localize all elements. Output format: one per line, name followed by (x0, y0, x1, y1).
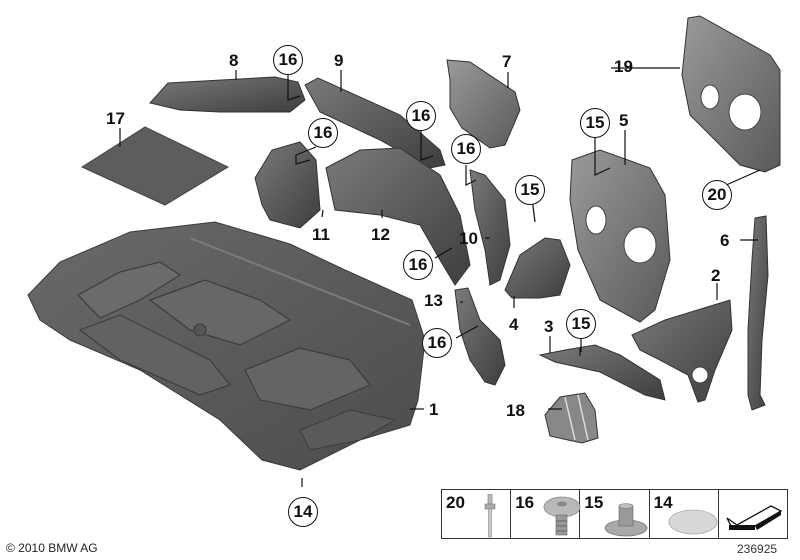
part-7-trim (446, 59, 521, 149)
part-1-underbody-panel (27, 221, 426, 471)
legend-item-16: 16 (511, 490, 581, 538)
legend-number: 15 (584, 493, 604, 512)
callout-part-1: 1 (429, 400, 439, 419)
circled-callout-16-part-9: 16 (406, 101, 436, 131)
part-12-wheel-arch-trim (325, 147, 471, 286)
hex-nut-flange-icon (605, 503, 648, 537)
part-19-panel (681, 15, 781, 173)
legend-number: 16 (515, 493, 535, 512)
circled-callout-16-part-10: 16 (451, 134, 481, 164)
callout-part-18: 18 (506, 401, 525, 420)
callout-part-2: 2 (711, 266, 721, 285)
direction-arrow-icon (726, 505, 783, 530)
circled-callout-20-part-19: 20 (702, 180, 732, 210)
callout-part-8: 8 (229, 51, 239, 70)
part-6-strip (747, 215, 769, 411)
part-3-trim (538, 344, 666, 401)
part-4-trim (504, 237, 571, 299)
diagram-number: 236925 (737, 542, 778, 556)
legend-item-20: 20 (442, 490, 512, 538)
callout-part-3: 3 (544, 317, 554, 336)
callout-part-7: 7 (502, 52, 512, 71)
legend-item-15: 15 (580, 490, 650, 538)
legend-number: 20 (446, 493, 465, 512)
circled-callout-16-part-8: 16 (273, 45, 303, 75)
part-11-trim (254, 141, 321, 229)
legend-item-direction (719, 490, 787, 538)
callout-part-5: 5 (619, 111, 629, 130)
callout-part-19: 19 (614, 57, 633, 76)
callout-part-17: 17 (106, 109, 125, 128)
part-5-bulkhead-panel (569, 149, 671, 323)
circled-callout-16-part-12: 16 (403, 250, 433, 280)
part-13-trim (454, 287, 506, 386)
callout-part-9: 9 (334, 51, 344, 70)
callout-part-12: 12 (371, 225, 390, 244)
circled-callout-16-part-11: 16 (308, 118, 338, 148)
fastener-legend: 20 16 15 14 (441, 489, 788, 539)
circled-callout-14-part-1: 14 (288, 497, 318, 527)
part-18-spacer (544, 392, 599, 444)
legend-number: 14 (653, 493, 673, 512)
cap-dome-icon (668, 509, 718, 535)
part-9-trim (304, 77, 446, 169)
circled-callout-16-part-13: 16 (422, 328, 452, 358)
part-8-trim (149, 76, 306, 113)
circled-callout-15-part-5: 15 (580, 108, 610, 138)
blind-rivet-icon (484, 494, 496, 538)
legend-item-14: 14 (650, 490, 719, 538)
callout-part-4: 4 (509, 315, 519, 334)
part-17-insulation-mat (80, 126, 230, 206)
torx-bolt-icon (543, 496, 581, 536)
part-10-trim (469, 169, 511, 286)
callout-part-10: 10 (459, 229, 478, 248)
leader-lines (119, 67, 761, 487)
callout-part-13: 13 (424, 291, 443, 310)
callout-part-6: 6 (720, 231, 730, 250)
circled-callout-15-part-4: 15 (515, 175, 545, 205)
part-2-panel (631, 299, 733, 403)
copyright-text: © 2010 BMW AG (6, 541, 98, 555)
circled-callout-15-part-3: 15 (566, 309, 596, 339)
callout-part-11: 11 (312, 225, 330, 244)
